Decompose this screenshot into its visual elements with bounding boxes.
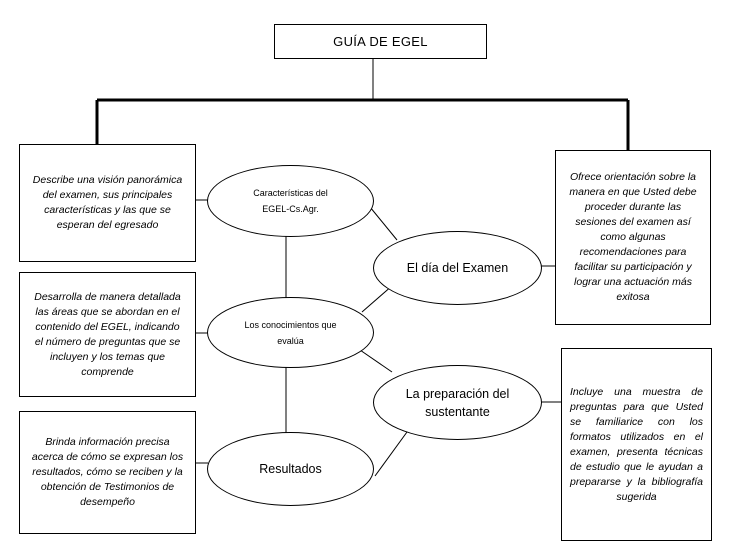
desc-resultados-text: Brinda información precisa acerca de cóm…	[31, 436, 184, 508]
node-resultados: Resultados	[207, 432, 374, 506]
node-caracteristicas-label: Características del EGEL-Cs.Agr.	[253, 188, 328, 214]
desc-conocimientos-box: Desarrolla de manera detallada las áreas…	[19, 272, 196, 397]
node-dia-examen-label: El día del Examen	[406, 261, 509, 275]
desc-caracteristicas-box: Describe una visión panorámica del exame…	[19, 144, 196, 262]
node-conocimientos-label: Los conocimientos que evalúa	[244, 319, 337, 346]
node-dia-examen: El día del Examen	[373, 231, 542, 305]
link-resultados-preparacion	[374, 431, 408, 477]
title-box: GUÍA DE EGEL	[274, 24, 487, 59]
node-conocimientos: Los conocimientos que evalúa	[207, 297, 374, 368]
link-caracteristicas-dia	[369, 206, 398, 241]
node-preparacion-label: La preparación del sustentante	[405, 386, 510, 419]
node-resultados-label: Resultados	[259, 462, 322, 476]
desc-resultados-box: Brinda información precisa acerca de cóm…	[19, 411, 196, 534]
node-caracteristicas: Características del EGEL-Cs.Agr.	[207, 165, 374, 237]
link-conocimientos-preparacion	[359, 349, 393, 373]
desc-preparacion-text: Incluye una muestra de preguntas para qu…	[570, 385, 703, 503]
desc-conocimientos-text: Desarrolla de manera detallada las áreas…	[34, 290, 181, 378]
title-text: GUÍA DE EGEL	[333, 34, 428, 49]
desc-dia-box: Ofrece orientación sobre la manera en qu…	[555, 150, 711, 325]
node-preparacion: La preparación del sustentante	[373, 365, 542, 440]
desc-dia-text: Ofrece orientación sobre la manera en qu…	[569, 171, 697, 303]
desc-preparacion-box: Incluye una muestra de preguntas para qu…	[561, 348, 712, 541]
desc-caracteristicas-text: Describe una visión panorámica del exame…	[32, 174, 183, 231]
